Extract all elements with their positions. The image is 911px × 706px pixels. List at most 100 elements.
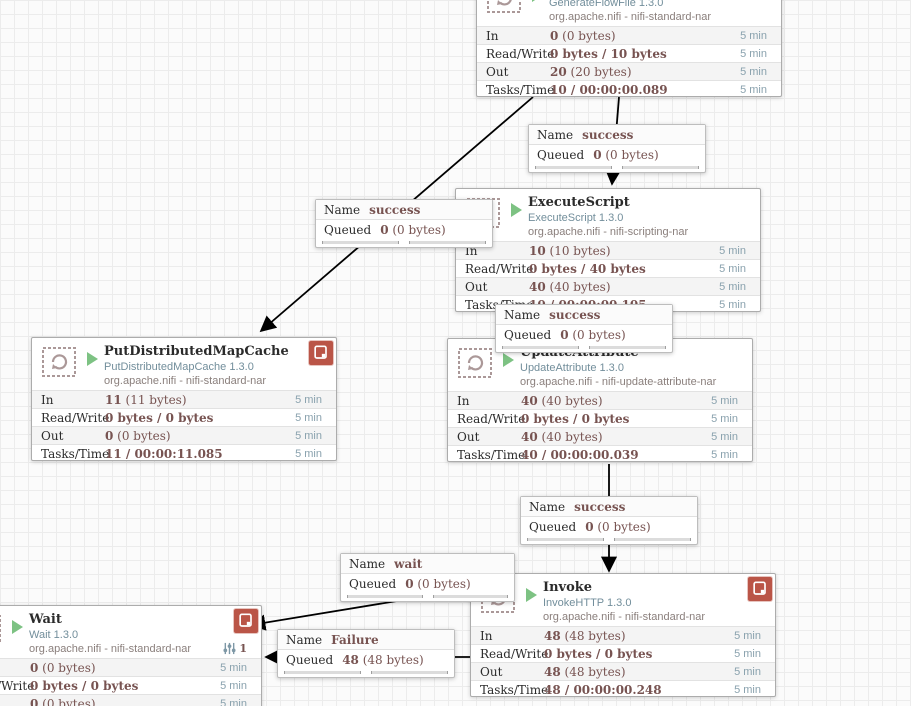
queued-value: 0 (0 bytes) bbox=[405, 577, 471, 591]
stat-window: 5 min bbox=[719, 263, 746, 275]
queued-value: 0 (0 bytes) bbox=[560, 328, 626, 342]
stat-count: 0 bytes / 10 bytes bbox=[550, 47, 667, 61]
stat-row-in: In0 (0 bytes)5 min bbox=[0, 658, 261, 676]
stat-window: 5 min bbox=[711, 431, 738, 443]
stat-window: 5 min bbox=[295, 430, 322, 442]
stat-window: 5 min bbox=[719, 281, 746, 293]
backpressure-size-bar bbox=[409, 240, 486, 244]
processor-invoke[interactable]: Invoke InvokeHTTP 1.3.0 org.apache.nifi … bbox=[470, 573, 776, 697]
stat-window: 5 min bbox=[719, 299, 746, 311]
stat-count: 0 bytes / 40 bytes bbox=[529, 262, 646, 276]
stat-window: 5 min bbox=[711, 395, 738, 407]
stat-value: 0 bytes / 0 bytes bbox=[105, 409, 213, 427]
stat-window: 5 min bbox=[295, 448, 322, 460]
stat-label: In bbox=[41, 393, 54, 407]
bulletin-indicator-icon bbox=[234, 609, 258, 633]
stat-detail: (0 bytes) bbox=[38, 697, 96, 706]
stat-window: 5 min bbox=[711, 413, 738, 425]
processor-header: Wait Wait 1.3.0 org.apache.nifi - nifi-s… bbox=[0, 606, 261, 658]
processor-name: ExecuteScript bbox=[528, 195, 630, 210]
connection-name: Failure bbox=[331, 633, 379, 647]
stat-window: 5 min bbox=[734, 648, 761, 660]
processor-generateflowfile[interactable]: GenerateFlowFile 1.3.0 org.apache.nifi -… bbox=[476, 0, 782, 97]
stat-window: 5 min bbox=[220, 698, 247, 706]
stat-label: In bbox=[457, 394, 470, 408]
queued-label: Queued bbox=[349, 577, 397, 591]
backpressure-bars bbox=[278, 669, 454, 677]
stat-label: Out bbox=[486, 65, 509, 79]
run-status-play-icon bbox=[532, 0, 543, 2]
stat-label: Tasks/Time bbox=[480, 683, 549, 697]
stat-value: 20 (20 bytes) bbox=[550, 63, 632, 81]
stat-count: 11 bbox=[105, 393, 122, 407]
backpressure-bars bbox=[341, 593, 514, 601]
processor-executescript[interactable]: ExecuteScript ExecuteScript 1.3.0 org.ap… bbox=[455, 188, 761, 312]
connection-name: success bbox=[574, 500, 626, 514]
stat-detail: (40 bytes) bbox=[545, 280, 611, 294]
stat-value: 0 (0 bytes) bbox=[30, 695, 96, 706]
connection-name: success bbox=[369, 203, 421, 217]
stat-count: 40 / 00:00:00.039 bbox=[521, 448, 639, 462]
stat-label: Out bbox=[41, 429, 64, 443]
processor-wait[interactable]: Wait Wait 1.3.0 org.apache.nifi - nifi-s… bbox=[0, 605, 262, 706]
processor-type: ExecuteScript 1.3.0 bbox=[528, 212, 624, 224]
stat-window: 5 min bbox=[740, 84, 767, 96]
stat-count: 40 bbox=[529, 280, 546, 294]
stat-value: 0 bytes / 0 bytes bbox=[521, 410, 629, 428]
queued-detail: (0 bytes) bbox=[568, 328, 626, 342]
processor-header: GenerateFlowFile 1.3.0 org.apache.nifi -… bbox=[477, 0, 781, 26]
queued-value: 0 (0 bytes) bbox=[585, 520, 651, 534]
stat-window: 5 min bbox=[295, 394, 322, 406]
processor-updateattribute[interactable]: UpdateAttribute UpdateAttribute 1.3.0 or… bbox=[447, 338, 753, 462]
name-label: Name bbox=[529, 500, 566, 514]
stat-value: 0 bytes / 40 bytes bbox=[529, 260, 646, 278]
stat-label: Out bbox=[465, 280, 488, 294]
stat-count: 10 / 00:00:00.089 bbox=[550, 83, 668, 97]
processor-bundle: org.apache.nifi - nifi-standard-nar bbox=[29, 643, 192, 655]
backpressure-object-bar bbox=[322, 240, 399, 244]
processor-putdistributedmapcache[interactable]: PutDistributedMapCache PutDistributedMap… bbox=[31, 337, 337, 461]
queued-detail: (0 bytes) bbox=[601, 148, 659, 162]
connection-name-row: Name success bbox=[521, 497, 697, 517]
backpressure-size-bar bbox=[371, 670, 448, 674]
backpressure-object-bar bbox=[347, 594, 423, 598]
stat-value: 40 / 00:00:00.039 bbox=[521, 446, 639, 464]
queued-detail: (48 bytes) bbox=[358, 653, 424, 667]
processor-name: Invoke bbox=[543, 580, 593, 595]
queued-value: 0 (0 bytes) bbox=[593, 148, 659, 162]
stat-window: 5 min bbox=[711, 449, 738, 461]
stat-value: 48 (48 bytes) bbox=[544, 663, 626, 681]
backpressure-bars bbox=[316, 239, 492, 247]
active-threads-indicator: 1 bbox=[223, 642, 247, 655]
backpressure-object-bar bbox=[535, 165, 612, 169]
processor-type: InvokeHTTP 1.3.0 bbox=[543, 597, 632, 609]
stat-value: 0 bytes / 0 bytes bbox=[30, 677, 138, 695]
stat-window: 5 min bbox=[220, 662, 247, 674]
processor-name: Wait bbox=[29, 612, 62, 627]
name-label: Name bbox=[286, 633, 323, 647]
backpressure-object-bar bbox=[502, 345, 579, 349]
backpressure-object-bar bbox=[527, 537, 604, 541]
connection-name: success bbox=[549, 308, 601, 322]
stat-count: 48 bbox=[544, 629, 561, 643]
